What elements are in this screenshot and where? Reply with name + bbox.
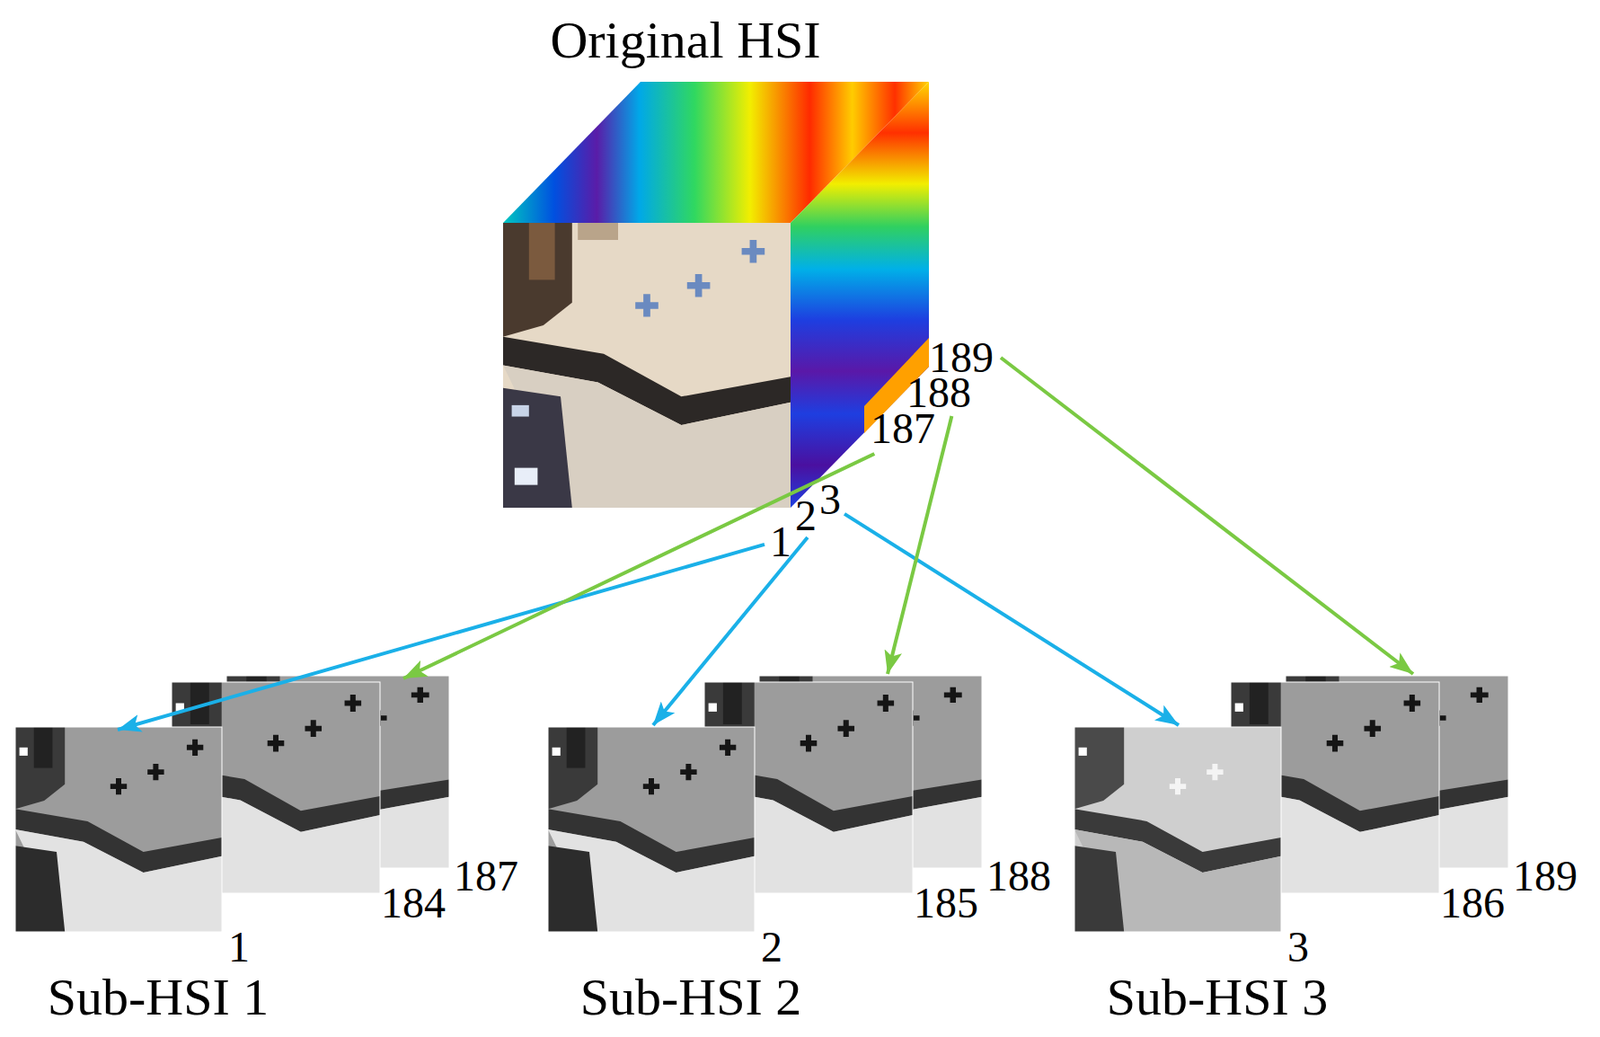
stack-title: Sub-HSI 3 (1106, 971, 1329, 1024)
band-arrow (403, 453, 875, 679)
sub-hsi-1-art (15, 675, 450, 932)
sub-image-stack: Sub-HSI 33 186189 (1074, 669, 1583, 1034)
stack-title: Sub-HSI 1 (47, 971, 270, 1024)
band-number: 1 (228, 925, 250, 969)
sub-image-stack: Sub-HSI 22 185188 (548, 669, 1056, 1034)
image-edge (548, 726, 755, 932)
band-number: 3 (1287, 925, 1309, 969)
band-arrow (844, 513, 1179, 725)
band-number: 187 (870, 406, 936, 451)
band-image (548, 726, 755, 932)
sub-hsi-2-art (548, 675, 982, 932)
band-number: 187 (453, 854, 519, 898)
hyperspectral-cube: Original HSI189188187123 (485, 8, 1043, 575)
band-image (15, 726, 222, 932)
band-number: 184 (380, 881, 446, 925)
band-number: 2 (760, 925, 783, 969)
band-arrow (653, 537, 808, 725)
stack-title: Sub-HSI 2 (580, 971, 803, 1024)
band-number: 189 (1512, 854, 1578, 898)
band-number: 2 (795, 494, 817, 538)
band-number: 186 (1440, 881, 1505, 925)
image-edge (15, 726, 222, 932)
band-number: 3 (819, 477, 841, 522)
band-image (1074, 726, 1282, 932)
band-number: 1 (769, 520, 792, 564)
hyperspectral-cube-art (503, 81, 929, 508)
band-number: 188 (986, 854, 1052, 898)
sub-image-stack: Sub-HSI 11 184187 (15, 669, 523, 1034)
cube-front-image (503, 222, 791, 508)
band-arrow (887, 415, 952, 674)
sub-hsi-3-art (1074, 675, 1509, 932)
band-number: 185 (913, 881, 979, 925)
image-edge (1074, 726, 1282, 932)
band-arrow (1000, 357, 1414, 674)
band-arrow (117, 544, 765, 730)
stack-title: Original HSI (549, 14, 821, 67)
